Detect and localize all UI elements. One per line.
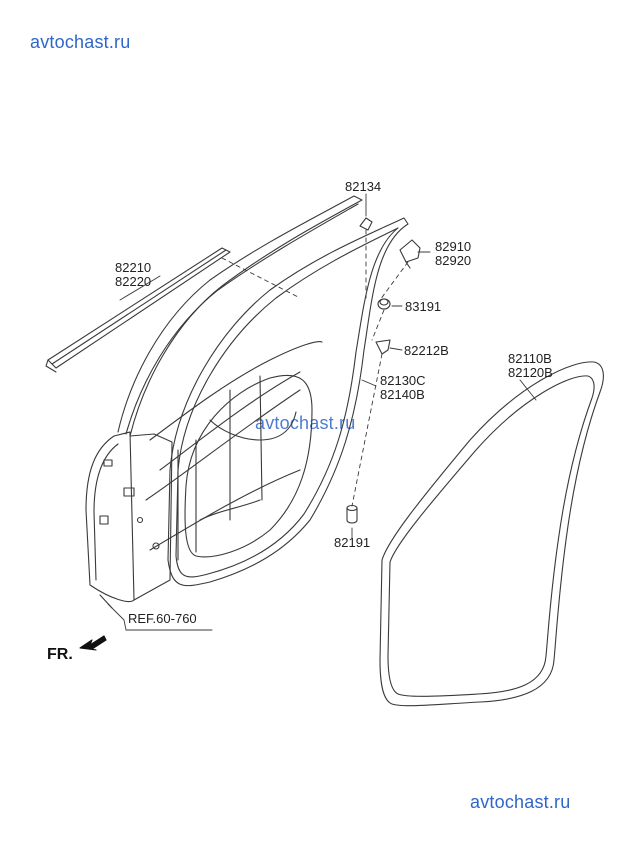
label-82910: 82910 <box>435 239 472 254</box>
door-panel-part <box>85 195 363 609</box>
label-82220: 82220 <box>115 274 152 289</box>
plug-82191-part <box>346 504 358 524</box>
mirror-trim-part <box>359 217 373 231</box>
watermark-middle: avtochast.ru <box>255 413 356 433</box>
label-front: FR. <box>47 646 73 663</box>
body-weatherstrip-part <box>379 361 604 707</box>
label-82210: 82210 <box>115 260 152 275</box>
plug-83191-part <box>377 298 391 310</box>
label-ref: REF.60-760 <box>128 611 197 626</box>
label-82120b: 82120B <box>508 365 553 380</box>
belt-moulding-part <box>45 247 231 373</box>
label-82191: 82191 <box>334 535 371 550</box>
leader-lines <box>107 193 537 631</box>
clip-82212b-part <box>375 339 391 355</box>
label-82110b: 82110B <box>508 351 552 366</box>
label-82920: 82920 <box>435 253 472 268</box>
label-82212b: 82212B <box>404 343 449 358</box>
label-83191: 83191 <box>405 299 442 314</box>
label-82140b: 82140B <box>380 387 425 402</box>
label-82134: 82134 <box>345 179 382 194</box>
door-weatherstrip-part <box>167 217 409 587</box>
delta-bracket-part <box>399 239 421 269</box>
label-82130c: 82130C <box>380 373 426 388</box>
front-arrow-icon <box>79 635 107 651</box>
watermark-top: avtochast.ru <box>30 32 131 52</box>
construction-lines <box>221 229 409 507</box>
watermark-bottom: avtochast.ru <box>470 792 571 812</box>
